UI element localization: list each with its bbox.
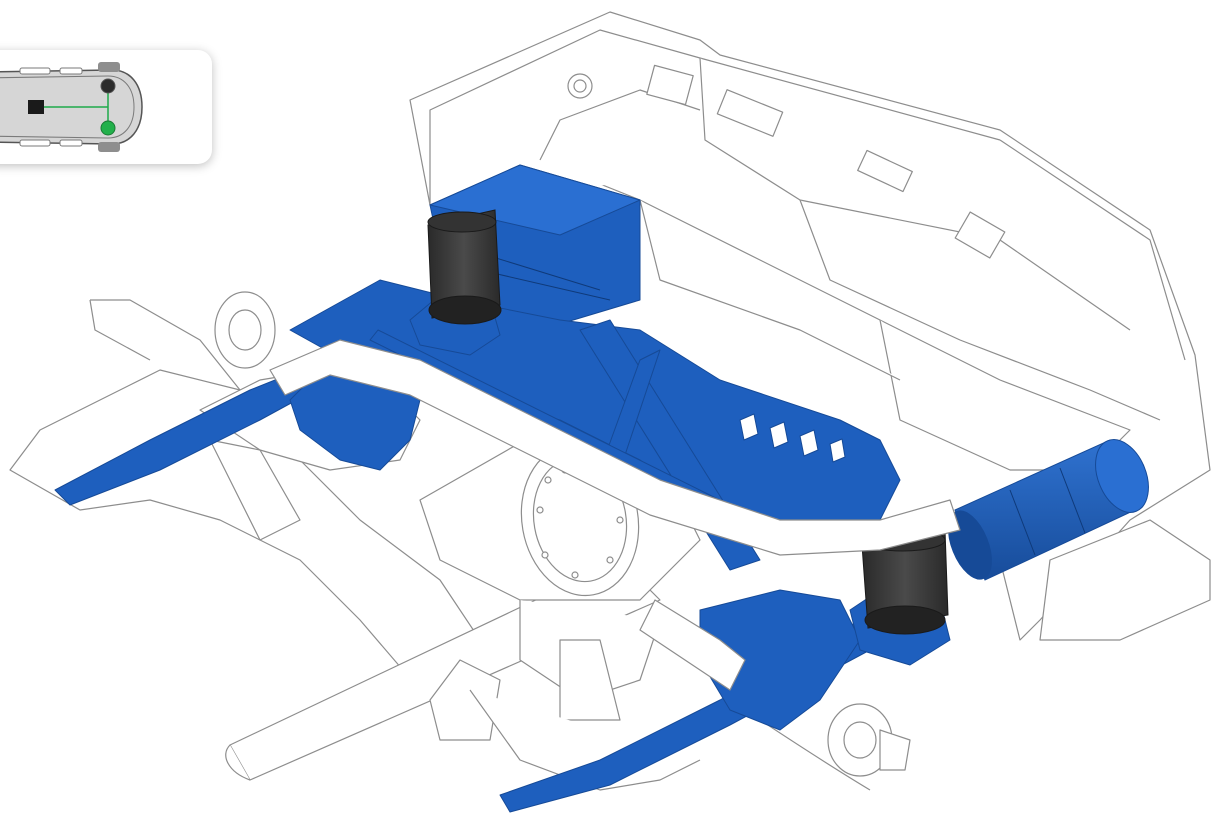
air-spring-left	[427, 209, 502, 325]
vehicle-location-inset	[0, 50, 212, 164]
air-springs	[427, 209, 949, 635]
axle-tube	[269, 339, 961, 691]
rear-right-air-spring-node	[100, 120, 116, 136]
rear-body-structure	[409, 11, 1211, 641]
vehicle-top-view-icon	[0, 62, 143, 152]
rear-left-air-spring-node	[100, 78, 116, 94]
compressor-node	[28, 100, 44, 114]
